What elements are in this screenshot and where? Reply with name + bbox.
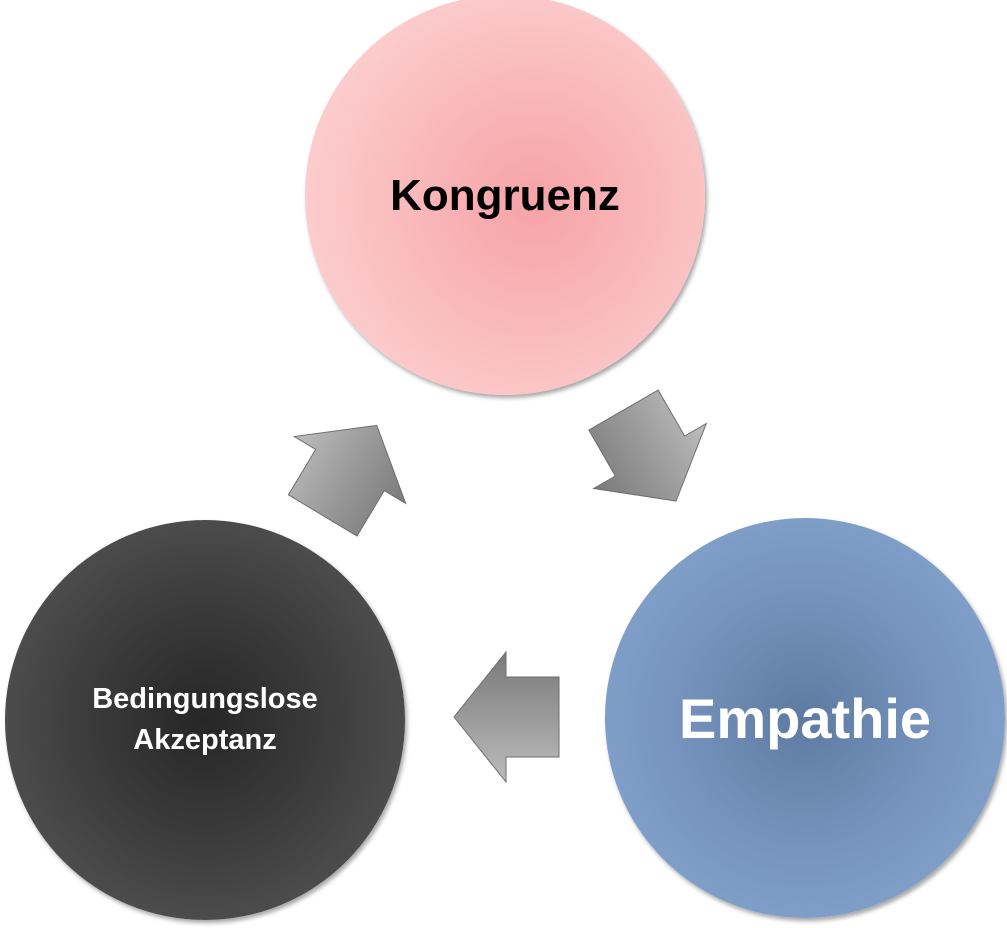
arrow-icon-up-right — [287, 424, 407, 537]
node-bedingungslose-akzeptanz: Bedingungslose Akzeptanz — [5, 520, 405, 920]
arrow-icon-down-right — [588, 389, 708, 502]
node-kongruenz-label: Kongruenz — [390, 171, 620, 220]
node-akzeptanz-label-line1: Bedingungslose — [92, 683, 318, 716]
node-empathie-label: Empathie — [678, 686, 932, 750]
node-empathie: Empathie — [605, 518, 1005, 918]
node-kongruenz: Kongruenz — [305, 0, 705, 395]
arrow-icon-left — [453, 650, 560, 784]
node-akzeptanz-label-line2: Akzeptanz — [133, 724, 277, 756]
